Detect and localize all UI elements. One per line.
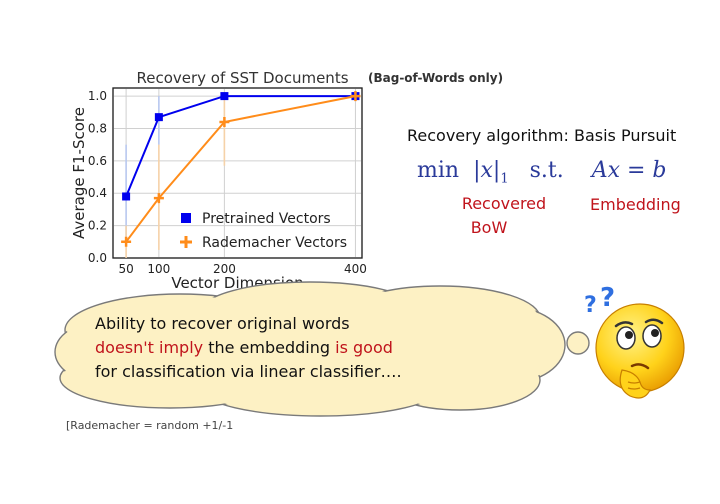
legend-marker-rademacher <box>180 236 192 248</box>
thinking-face-icon: ? ? <box>584 286 685 399</box>
y-tick-label: 0.4 <box>88 186 107 200</box>
series-line <box>125 95 356 197</box>
formula-norm: |x| <box>473 158 501 183</box>
recovered-label-line1: Recovered <box>461 194 547 213</box>
basis-pursuit-formula: min |x|1 s.t. Ax = b <box>417 158 667 186</box>
formula-st: s.t. <box>529 158 564 183</box>
algorithm-title: Recovery algorithm: Basis Pursuit <box>407 126 677 145</box>
y-tick-label: 0.0 <box>88 251 107 265</box>
chart-title: Recovery of SST Documents <box>136 69 348 87</box>
thought-line-2: doesn't imply the embedding is good <box>95 338 393 357</box>
rademacher-footnote: [Rademacher = random +1/-1 <box>66 419 234 432</box>
y-tick-label: 0.8 <box>88 121 107 135</box>
thought-bubble-dot <box>566 331 590 355</box>
data-point-pretrained <box>154 113 163 122</box>
thought-line-1: Ability to recover original words <box>95 314 350 333</box>
legend-label: Pretrained Vectors <box>202 211 331 227</box>
thought-text: Ability to recover original words doesn'… <box>95 312 402 384</box>
formula-subscript: 1 <box>500 171 509 187</box>
plot-frame <box>112 87 363 259</box>
series-line <box>125 95 356 243</box>
formula-constraint: Ax = b <box>591 158 667 183</box>
embedding-label: Embedding <box>590 195 681 214</box>
y-tick-label: 0.2 <box>88 219 107 233</box>
plot-area <box>112 87 363 259</box>
x-tick-label: 100 <box>147 262 170 276</box>
y-axis-label: Average F1-Score <box>70 107 88 239</box>
y-tick-label: 0.6 <box>88 154 107 168</box>
legend-label: Rademacher Vectors <box>202 235 347 251</box>
x-tick-label: 400 <box>344 262 367 276</box>
data-point-rademacher <box>219 117 230 127</box>
svg-text:?: ? <box>600 286 615 313</box>
recovered-label-line2: BoW <box>470 218 508 237</box>
bow-only-note: (Bag-of-Words only) <box>368 71 504 85</box>
svg-text:?: ? <box>584 293 597 318</box>
legend-marker-pretrained <box>181 213 191 223</box>
formula-min: min <box>417 158 460 183</box>
data-point-rademacher <box>121 236 132 247</box>
data-point-rademacher <box>153 193 164 204</box>
thought-line-3: for classification via linear classifier… <box>95 362 402 381</box>
question-marks-icon: ? ? <box>584 286 615 318</box>
x-tick-label: 50 <box>118 262 133 276</box>
x-tick-label: 200 <box>213 262 236 276</box>
recovered-bow-label: Recovered BoW <box>446 192 562 240</box>
data-point-pretrained <box>220 92 229 101</box>
data-point-rademacher <box>350 91 361 102</box>
data-point-pretrained <box>122 192 131 201</box>
y-tick-label: 1.0 <box>88 89 107 103</box>
